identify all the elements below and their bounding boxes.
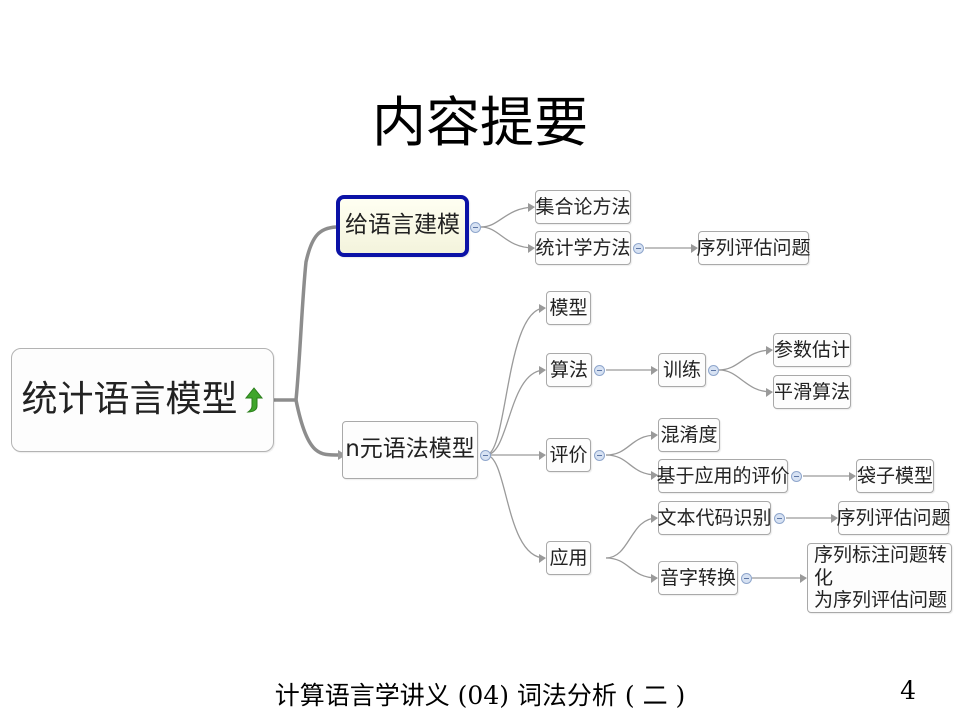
arrowhead <box>651 366 658 375</box>
node-label: 评价 <box>549 443 588 466</box>
collapse-toggle[interactable] <box>470 222 481 233</box>
connector-a-stat <box>480 226 535 249</box>
page-number: 4 <box>900 676 916 705</box>
arrowhead <box>528 244 535 253</box>
branch-node-ngram-model[interactable]: n元语法模型 <box>342 421 478 479</box>
node-label: 应用 <box>549 546 588 569</box>
branch-label: n元语法模型 <box>345 436 475 463</box>
arrowhead <box>539 304 546 313</box>
branch-node-language-modeling[interactable]: 给语言建模 <box>336 195 469 257</box>
node-pinyin-conversion[interactable]: 音字转换 <box>658 561 738 595</box>
collapse-toggle[interactable] <box>633 243 644 254</box>
connector-train-smooth <box>718 369 773 393</box>
node-label-line2: 为序列评估问题 <box>814 589 948 612</box>
root-node[interactable]: 统计语言模型 <box>11 348 274 452</box>
node-label: 算法 <box>549 358 588 381</box>
arrowhead <box>539 366 546 375</box>
connector-a-set <box>480 206 535 228</box>
node-label: 统计学方法 <box>535 236 631 259</box>
node-label: 模型 <box>549 296 588 319</box>
arrowhead <box>849 472 856 481</box>
connector-root-a <box>274 225 337 402</box>
connector-app-pinyin <box>605 557 658 579</box>
node-application[interactable]: 应用 <box>546 541 591 575</box>
arrowhead <box>539 451 546 460</box>
footer-text: 计算语言学讲义 (04) 词法分析 ( 二 ) <box>274 681 686 710</box>
connector-b-algo <box>485 369 546 456</box>
collapse-toggle[interactable] <box>791 471 802 482</box>
collapse-toggle[interactable] <box>480 450 491 461</box>
node-label: 参数估计 <box>774 338 851 361</box>
node-algorithm[interactable]: 算法 <box>546 353 592 387</box>
node-parameter-estimation[interactable]: 参数估计 <box>773 333 851 367</box>
node-evaluation[interactable]: 评价 <box>546 438 591 472</box>
connector-b-model <box>485 307 546 456</box>
node-bag-model[interactable]: 袋子模型 <box>856 459 934 493</box>
node-label: 训练 <box>662 358 701 381</box>
node-label: 混淆度 <box>660 423 718 446</box>
arrowhead <box>831 514 838 523</box>
arrowhead <box>539 554 546 563</box>
arrowhead <box>651 574 658 583</box>
arrowhead <box>766 388 773 397</box>
collapse-toggle[interactable] <box>594 365 605 376</box>
node-label: 音字转换 <box>659 566 736 589</box>
arrowhead <box>651 431 658 440</box>
arrowhead <box>651 471 658 480</box>
node-training[interactable]: 训练 <box>658 353 706 387</box>
collapse-toggle[interactable] <box>594 450 605 461</box>
connector-eval-perp <box>605 434 658 456</box>
node-label: 基于应用的评价 <box>656 464 790 487</box>
branch-label: 给语言建模 <box>345 212 460 239</box>
node-label: 袋子模型 <box>857 464 934 487</box>
node-statistical-method[interactable]: 统计学方法 <box>535 231 631 265</box>
node-code-recognition[interactable]: 文本代码识别 <box>657 501 772 535</box>
node-model[interactable]: 模型 <box>546 291 591 325</box>
slide-title: 内容提要 <box>372 91 588 154</box>
node-label: 序列评估问题 <box>696 236 811 259</box>
arrowhead <box>528 203 535 212</box>
node-label: 平滑算法 <box>774 380 851 403</box>
node-label: 文本代码识别 <box>657 506 772 529</box>
connector-b-app <box>485 454 546 559</box>
collapse-toggle[interactable] <box>741 573 752 584</box>
node-set-theory[interactable]: 集合论方法 <box>535 190 631 224</box>
root-label: 统计语言模型 <box>21 379 238 421</box>
arrowhead <box>691 244 698 253</box>
node-application-evaluation[interactable]: 基于应用的评价 <box>656 459 790 493</box>
node-sequence-evaluation[interactable]: 序列评估问题 <box>696 231 811 265</box>
node-label: 集合论方法 <box>535 195 631 218</box>
arrowhead <box>651 514 658 523</box>
arrowhead <box>766 346 773 355</box>
node-sequence-evaluation-2[interactable]: 序列评估问题 <box>836 501 951 535</box>
node-sequence-tagging[interactable]: 序列标注问题转化 为序列评估问题 <box>807 543 952 613</box>
node-smoothing[interactable]: 平滑算法 <box>773 375 851 409</box>
connector-train-param <box>718 349 773 371</box>
node-label: 序列评估问题 <box>836 506 951 529</box>
green-up-arrow-icon <box>244 387 263 413</box>
arrowhead <box>800 574 807 583</box>
connector-eval-app <box>605 454 658 476</box>
collapse-toggle[interactable] <box>708 365 719 376</box>
connector-app-code <box>605 517 658 559</box>
node-label-line1: 序列标注问题转化 <box>814 543 948 589</box>
node-perplexity[interactable]: 混淆度 <box>658 418 720 452</box>
connector-root-b <box>294 399 341 457</box>
collapse-toggle[interactable] <box>774 513 785 524</box>
